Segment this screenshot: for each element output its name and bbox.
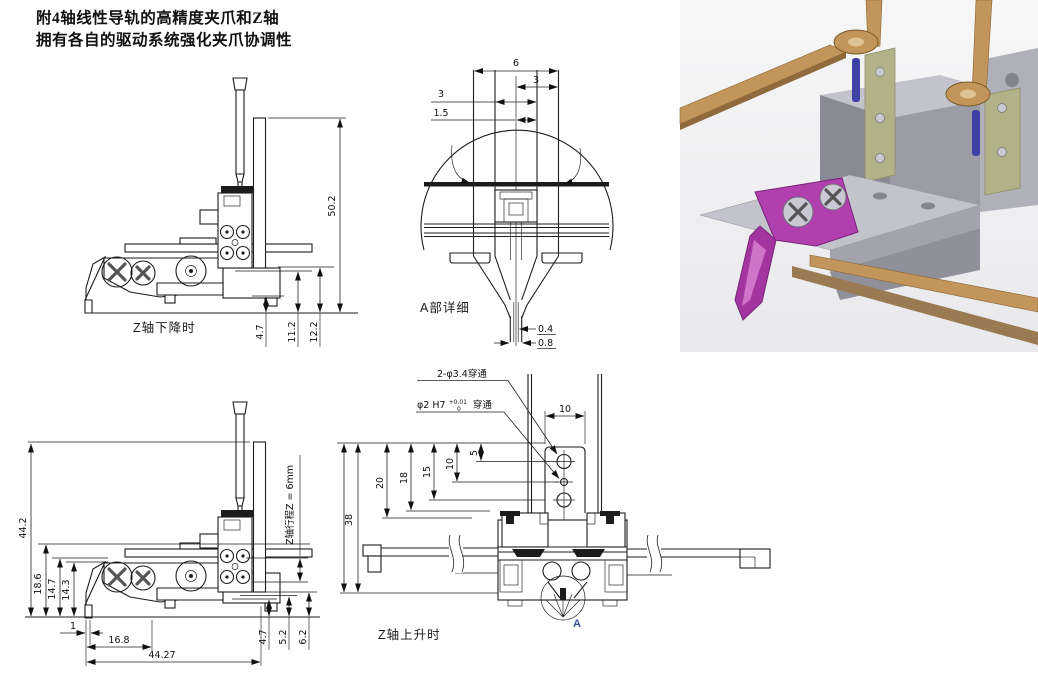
dim-5-2: 5.2 bbox=[278, 629, 289, 644]
dim-10-hole: 10 bbox=[445, 458, 456, 470]
caption-z-up: Z轴上升时 bbox=[378, 627, 441, 642]
drawing-z-down: 50.2 4.7 11.2 12.2 Z轴下降时 bbox=[83, 77, 358, 347]
detail-a-marker: A bbox=[573, 618, 581, 630]
dim-3-left: 3 bbox=[438, 89, 444, 100]
dim-44-2: 44.2 bbox=[18, 517, 29, 538]
dim-18: 18 bbox=[399, 472, 410, 484]
z-stroke-note: Z轴行程Z = 6mm bbox=[284, 465, 296, 545]
dim-14-3: 14.3 bbox=[61, 579, 72, 600]
dim-12-2: 12.2 bbox=[309, 321, 320, 342]
page-title: 附4轴线性导轨的高精度夹爪和Z轴 拥有各自的驱动系统强化夹爪协调性 bbox=[36, 8, 292, 53]
dim-5: 5 bbox=[469, 450, 480, 456]
dim-50-2: 50.2 bbox=[327, 195, 338, 216]
dim-4-7: 4.7 bbox=[255, 324, 266, 339]
drawing-z-up-side: 44.2 18.6 14.7 14.3 1 16.8 44.27 bbox=[18, 401, 320, 666]
pin-blue-right bbox=[972, 110, 980, 156]
drawing-detail-a: 6 3 3 1.5 0.4 0.8 A部详细 bbox=[420, 58, 614, 349]
dim-1: 1 bbox=[70, 621, 76, 632]
dim-11-2: 11.2 bbox=[287, 321, 298, 342]
dim-20: 20 bbox=[375, 477, 386, 489]
caption-detail-a: A部详细 bbox=[420, 300, 470, 315]
pin-blue-left bbox=[852, 58, 860, 102]
dim-18-6: 18.6 bbox=[33, 573, 44, 594]
dim-6: 6 bbox=[513, 58, 519, 69]
plate-khaki-right bbox=[984, 87, 1021, 196]
dim-3-right: 3 bbox=[533, 75, 539, 86]
dim-4-7b: 4.7 bbox=[258, 629, 269, 644]
drawing-z-up-front: 10 2-φ3.4穿通 φ2 H7 +0.01 0 穿通 38 20 18 bbox=[337, 368, 771, 642]
bar-gold bbox=[809, 254, 1038, 313]
dim-0-8: 0.8 bbox=[538, 338, 553, 349]
dim-38: 38 bbox=[344, 514, 355, 526]
dim-14-7: 14.7 bbox=[47, 578, 58, 599]
dim-10-plate: 10 bbox=[559, 404, 571, 415]
dim-15: 15 bbox=[422, 466, 433, 478]
render-3d bbox=[679, 0, 1038, 352]
dim-16-8: 16.8 bbox=[108, 635, 129, 646]
bar-brown bbox=[792, 266, 1038, 345]
dim-1-5: 1.5 bbox=[433, 108, 448, 119]
caption-z-down: Z轴下降时 bbox=[133, 320, 196, 335]
callout-through-holes: 2-φ3.4穿通 bbox=[437, 368, 487, 380]
callout-pin: φ2 H7 +0.01 0 穿通 bbox=[417, 396, 492, 414]
dim-44-27: 44.27 bbox=[148, 650, 175, 661]
dim-0-4: 0.4 bbox=[538, 324, 553, 335]
title-line-1: 附4轴线性导轨的高精度夹爪和Z轴 bbox=[36, 10, 280, 27]
title-line-2: 拥有各自的驱动系统强化夹爪协调性 bbox=[36, 32, 293, 50]
dim-6-2: 6.2 bbox=[298, 629, 309, 644]
